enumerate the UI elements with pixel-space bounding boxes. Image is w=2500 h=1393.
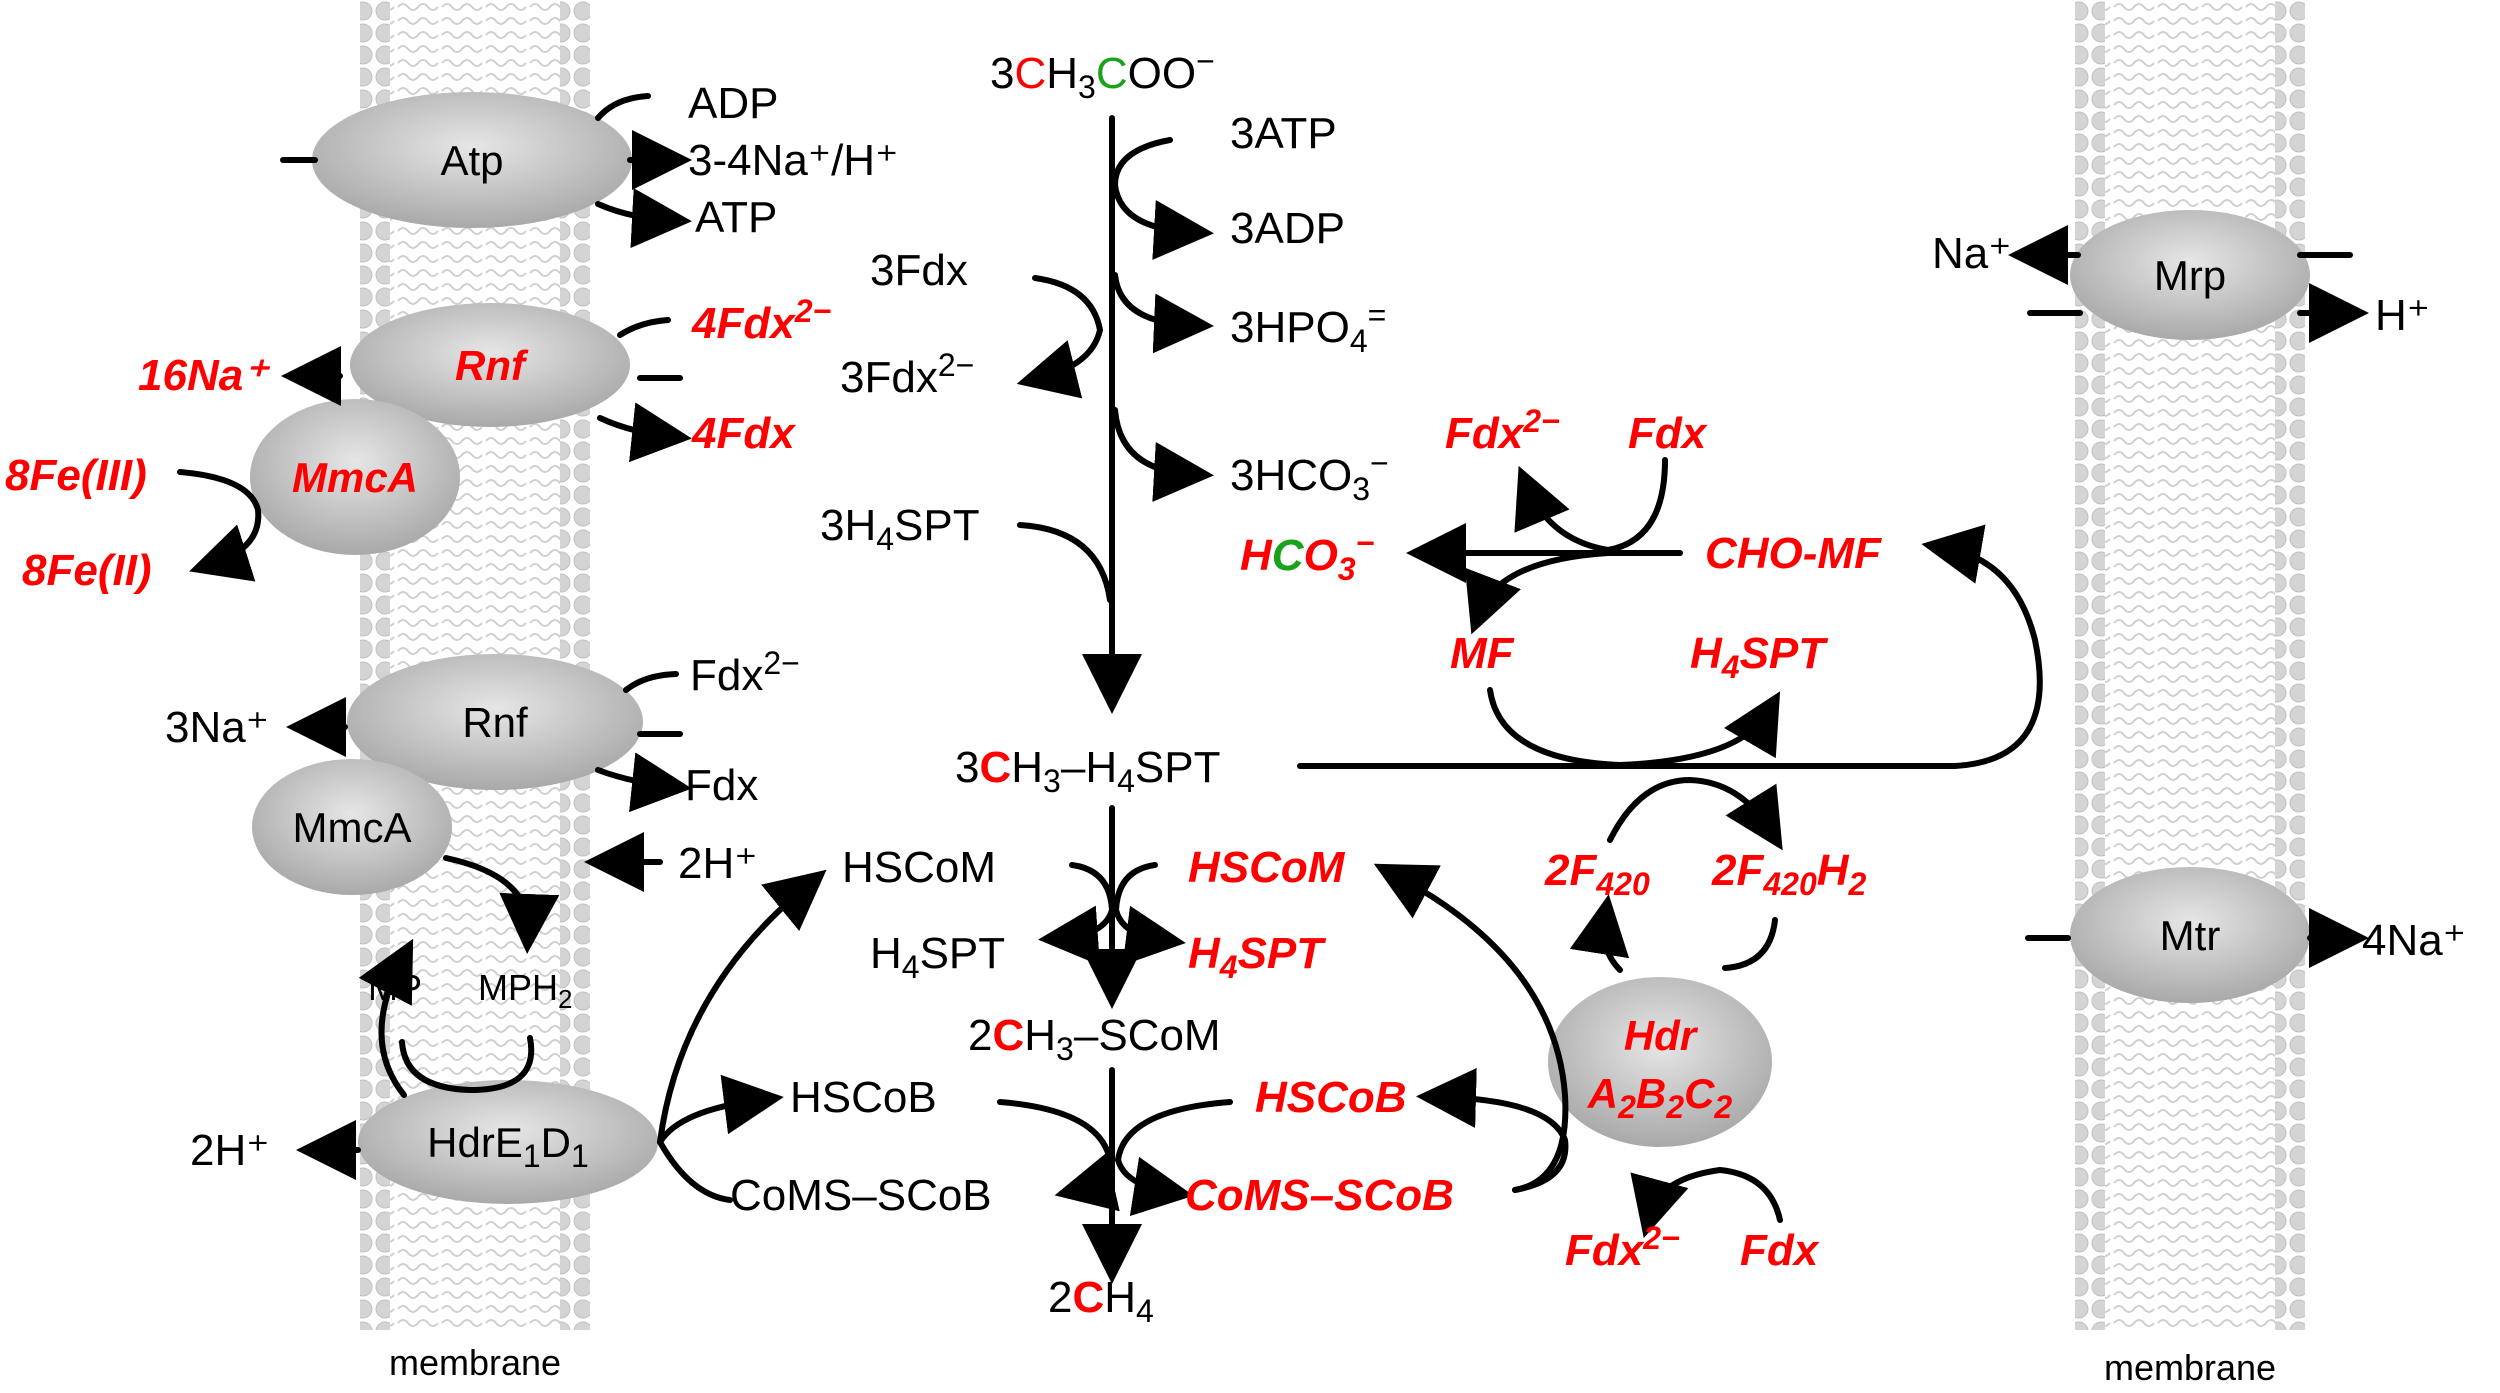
f420h2-label: 2F420H2 xyxy=(1711,846,1867,902)
h-out-label: H⁺ xyxy=(2375,291,2430,340)
adp-label: ADP xyxy=(688,79,778,128)
mtr-enzyme xyxy=(2070,867,2310,1003)
adp3-label: 3ADP xyxy=(1230,204,1345,253)
mp-label: MP xyxy=(368,967,422,1008)
mmca-label: MmcA xyxy=(293,804,412,851)
atp-enzyme xyxy=(312,92,632,228)
hco3-red-label: HCO3− xyxy=(1240,525,1374,587)
ch3h4spt-label: 3CH3–H4SPT xyxy=(955,743,1220,799)
hco3-label: 3HCO3− xyxy=(1230,445,1389,507)
mmca-enzyme xyxy=(252,759,452,895)
h4spt-left-label: H4SPT xyxy=(870,929,1005,985)
hscom-red-label: HSCoM xyxy=(1188,843,1346,892)
left-membrane-label: membrane xyxy=(389,1342,561,1383)
rnf-red-enzyme xyxy=(350,303,630,427)
fdx-right-label: Fdx xyxy=(1628,409,1708,458)
right-membrane xyxy=(2075,0,2305,1330)
ch4-label: 2CH4 xyxy=(1048,1273,1154,1329)
hdr-label-line2: A2B2C2 xyxy=(1587,1070,1733,1125)
mrp-label: Mrp xyxy=(2154,252,2226,299)
na-h-label: 3-4Na⁺/H⁺ xyxy=(688,136,898,185)
rnf-red-label: Rnf xyxy=(455,342,529,389)
fdx2-red-label: 4Fdx2− xyxy=(691,293,831,348)
h4spt3-label: 3H4SPT xyxy=(820,501,980,557)
na4-label: 4Na⁺ xyxy=(2362,916,2466,965)
h4spt-right-label: H4SPT xyxy=(1188,929,1326,985)
mph2-label: MPH2 xyxy=(478,967,572,1014)
na3-label: 3Na⁺ xyxy=(165,703,269,752)
fdx3-label: 3Fdx xyxy=(870,246,968,295)
fe3-label: 8Fe(III) xyxy=(5,451,147,500)
chomf-label: CHO-MF xyxy=(1705,529,1882,578)
comsscob-red-label: CoMS–SCoB xyxy=(1185,1171,1454,1220)
mtr-label: Mtr xyxy=(2160,912,2221,959)
atp-label: Atp xyxy=(440,137,503,184)
right-membrane-label: membrane xyxy=(2104,1347,2276,1388)
acetate-label: 3CH3COO− xyxy=(990,43,1215,105)
hdr-enzyme xyxy=(1548,977,1772,1147)
ch3scom-label: 2CH3–SCoM xyxy=(968,1011,1221,1067)
f420-label: 2F420 xyxy=(1544,846,1650,902)
fdx-bottom-label: Fdx xyxy=(1740,1226,1820,1275)
fdx-label: Fdx xyxy=(685,761,758,810)
hdre-enzyme xyxy=(358,1080,658,1204)
mrp-enzyme xyxy=(2070,210,2310,340)
left-arrows xyxy=(177,93,827,1203)
h2-in-label: 2H⁺ xyxy=(678,839,757,888)
hdr-label-line1: Hdr xyxy=(1624,1012,1699,1059)
na-out-label: Na⁺ xyxy=(1932,229,2011,278)
right-cycle-arrows xyxy=(1406,457,2043,1239)
comsscob-label: CoMS–SCoB xyxy=(730,1171,992,1220)
fe2-label: 8Fe(II) xyxy=(22,546,152,595)
atp3-label: 3ATP xyxy=(1230,109,1337,158)
rnf-label: Rnf xyxy=(462,699,528,746)
hscob-label: HSCoB xyxy=(790,1073,937,1122)
fdx2-bottom-label: Fdx2− xyxy=(1565,1220,1680,1275)
fdx2-label: Fdx2− xyxy=(690,645,800,700)
right-arrows xyxy=(2008,225,2369,968)
fdx2-right-label: Fdx2− xyxy=(1445,403,1560,458)
mmca-red-label: MmcA xyxy=(292,454,418,501)
h2-out-label: 2H⁺ xyxy=(190,1126,269,1175)
fdx-red-label: 4Fdx xyxy=(691,409,796,458)
hpo4-label: 3HPO4= xyxy=(1230,297,1386,359)
h4spt-red-label: H4SPT xyxy=(1690,629,1828,685)
hscom-label: HSCoM xyxy=(842,843,996,892)
mmca-red-enzyme xyxy=(250,399,460,555)
fdx3-red-label: 3Fdx2− xyxy=(840,347,974,402)
hdre-label: HdrE1D1 xyxy=(427,1119,589,1174)
hscob-red-label: HSCoB xyxy=(1255,1073,1407,1122)
rnf-enzyme xyxy=(347,654,643,790)
atp-product-label: ATP xyxy=(695,193,777,242)
na16-label: 16Na⁺ xyxy=(138,351,270,400)
mf-label: MF xyxy=(1450,629,1515,678)
central-arrows xyxy=(997,115,1958,1284)
